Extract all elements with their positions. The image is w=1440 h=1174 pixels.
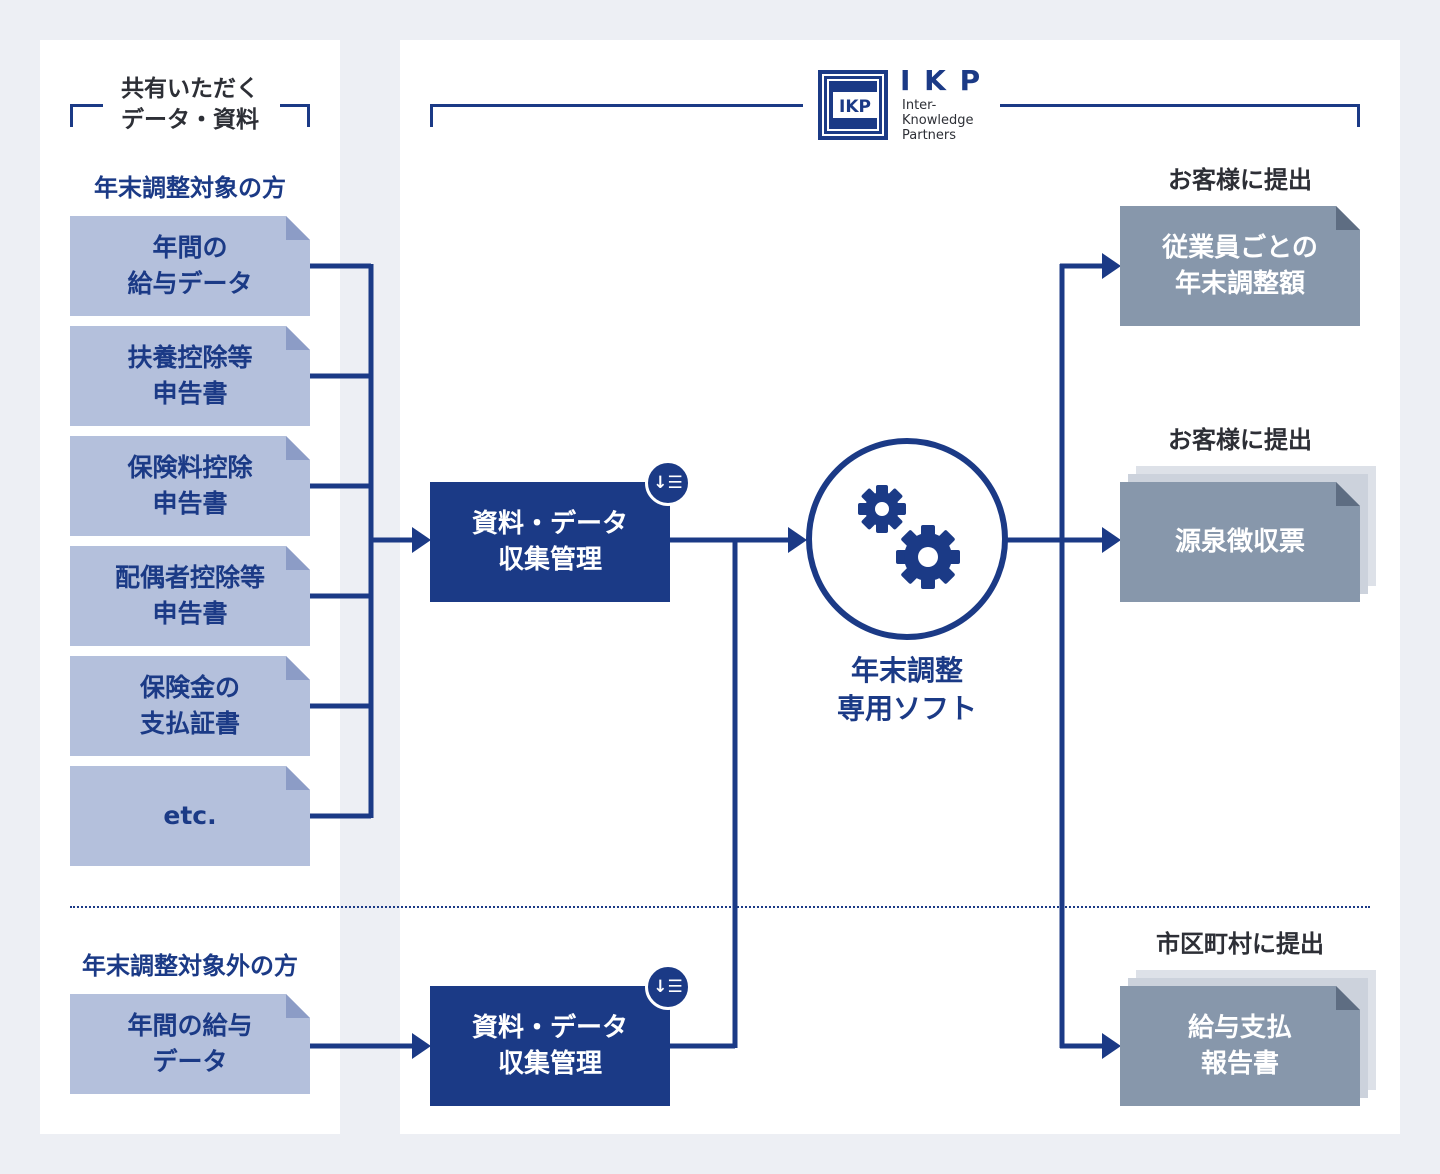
ikp-logo-sub: Inter- Knowledge Partners — [902, 98, 973, 143]
right-bracket-right — [1000, 104, 1360, 127]
doc-card-insurance-certificate: 保険金の 支払証書 — [70, 656, 310, 756]
left-bracket-right — [280, 104, 310, 127]
gear-icon — [858, 485, 960, 589]
software-circle — [806, 438, 1008, 640]
output-heading-customer-2: お客様に提出 — [1168, 426, 1312, 454]
output-heading-municipality: 市区町村に提出 — [1156, 930, 1324, 958]
software-label-line1: 年末調整 — [850, 654, 963, 687]
collect-box-non-target: 資料・データ 収集管理 — [430, 986, 670, 1106]
ikp-logo-name: I K P — [900, 64, 983, 97]
output-card-withholding-slip: 源泉徴収票 — [1120, 482, 1360, 602]
target-section-title: 年末調整対象の方 — [94, 174, 286, 202]
ikp-logo-sub3: Partners — [902, 128, 957, 143]
output-heading-customer-1: お客様に提出 — [1168, 166, 1312, 194]
doc-card-etc: etc. — [70, 766, 310, 866]
sort-list-icon: ↓☰ — [645, 964, 691, 1010]
shared-data-title-line2: データ・資料 — [121, 107, 259, 133]
shared-data-title: 共有いただく データ・資料 — [40, 74, 340, 136]
doc-card-annual-salary: 年間の 給与データ — [70, 216, 310, 316]
ikp-logo-sub1: Inter- — [902, 98, 937, 113]
doc-card-non-target-salary: 年間の給与 データ — [70, 994, 310, 1094]
software-label: 年末調整 専用ソフト — [790, 652, 1024, 728]
output-card-adjustment-amount: 従業員ごとの 年末調整額 — [1120, 206, 1360, 326]
software-label-line2: 専用ソフト — [836, 692, 977, 725]
ikp-logo-mark-text: IKP — [839, 97, 871, 117]
non-target-section-title: 年末調整対象外の方 — [82, 952, 298, 980]
collect-box-target: 資料・データ 収集管理 — [430, 482, 670, 602]
ikp-logo-mark-icon: IKP — [818, 70, 888, 140]
left-bracket-left — [70, 104, 103, 127]
doc-card-dependent-deduction: 扶養控除等 申告書 — [70, 326, 310, 426]
right-bracket-left — [430, 104, 803, 127]
section-divider — [70, 906, 1370, 908]
sort-list-icon: ↓☰ — [645, 460, 691, 506]
doc-card-insurance-deduction: 保険料控除 申告書 — [70, 436, 310, 536]
shared-data-title-line1: 共有いただく — [121, 76, 259, 102]
ikp-logo-sub2: Knowledge — [902, 113, 974, 128]
ikp-logo: IKP I K P Inter- Knowledge Partners — [818, 64, 988, 143]
doc-card-spouse-deduction: 配偶者控除等 申告書 — [70, 546, 310, 646]
output-card-salary-report: 給与支払 報告書 — [1120, 986, 1360, 1106]
